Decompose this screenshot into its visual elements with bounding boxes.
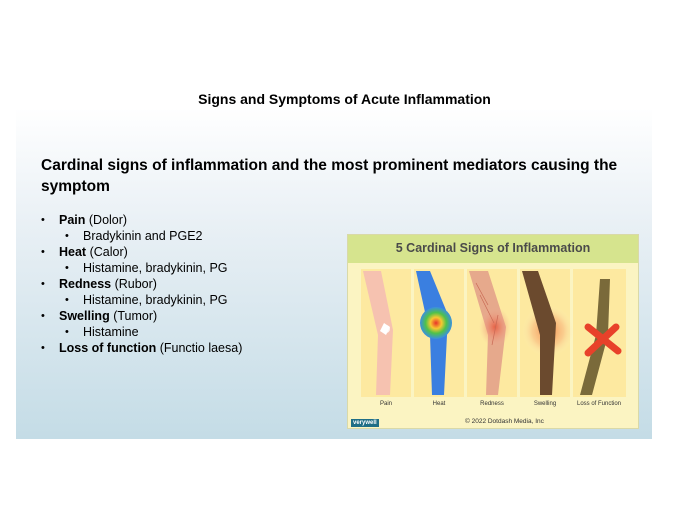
figure-header bbox=[348, 235, 638, 263]
list-item-swelling: Swelling (Tumor) bbox=[41, 308, 242, 324]
sign-latin: (Tumor) bbox=[113, 309, 158, 323]
figure-label-loss-of-function: Loss of Function bbox=[576, 401, 622, 407]
signs-list: Pain (Dolor) Bradykinin and PGE2 Heat (C… bbox=[41, 212, 242, 356]
loss-arm-shape bbox=[580, 279, 610, 395]
section-heading: Cardinal signs of inflammation and the m… bbox=[41, 157, 618, 195]
figure-label-redness: Redness bbox=[480, 401, 504, 407]
sign-name: Swelling bbox=[59, 309, 110, 323]
swelling-arm-shape bbox=[522, 271, 556, 395]
sign-name: Pain bbox=[59, 213, 86, 227]
figure-title: 5 Cardinal Signs of Inflammation bbox=[395, 241, 591, 255]
sign-name: Loss of function bbox=[59, 341, 157, 355]
figure-label-pain: Pain bbox=[379, 401, 392, 407]
figure-copyright: © 2022 Dotdash Media, Inc bbox=[465, 418, 544, 425]
sign-latin: (Functio laesa) bbox=[159, 341, 243, 355]
list-item-heat: Heat (Calor) bbox=[41, 244, 242, 260]
sign-name: Heat bbox=[59, 245, 87, 259]
figure-illustration bbox=[361, 269, 626, 397]
pain-arm-shape bbox=[363, 271, 393, 395]
figure-label-heat: Heat bbox=[432, 401, 446, 407]
sign-name: Redness bbox=[59, 277, 112, 291]
inflammation-figure: 5 Cardinal Signs of Inflammation bbox=[347, 234, 639, 429]
sign-latin: (Dolor) bbox=[88, 213, 128, 227]
sign-latin: (Calor) bbox=[89, 245, 128, 259]
list-item-loss-of-function: Loss of function (Functio laesa) bbox=[41, 340, 242, 356]
mediator-item: Histamine bbox=[41, 324, 242, 340]
mediator-item: Histamine, bradykinin, PG bbox=[41, 260, 242, 276]
mediator-item: Bradykinin and PGE2 bbox=[41, 228, 242, 244]
sign-latin: (Rubor) bbox=[114, 277, 157, 291]
heat-spot bbox=[420, 307, 452, 339]
list-item-redness: Redness (Rubor) bbox=[41, 276, 242, 292]
verywell-logo: verywell bbox=[351, 419, 379, 427]
list-item-pain: Pain (Dolor) bbox=[41, 212, 242, 228]
figure-label-swelling: Swelling bbox=[533, 401, 557, 407]
x-mark bbox=[584, 323, 622, 357]
mediator-item: Histamine, bradykinin, PG bbox=[41, 292, 242, 308]
slide-title: Signs and Symptoms of Acute Inflammation bbox=[198, 91, 491, 107]
